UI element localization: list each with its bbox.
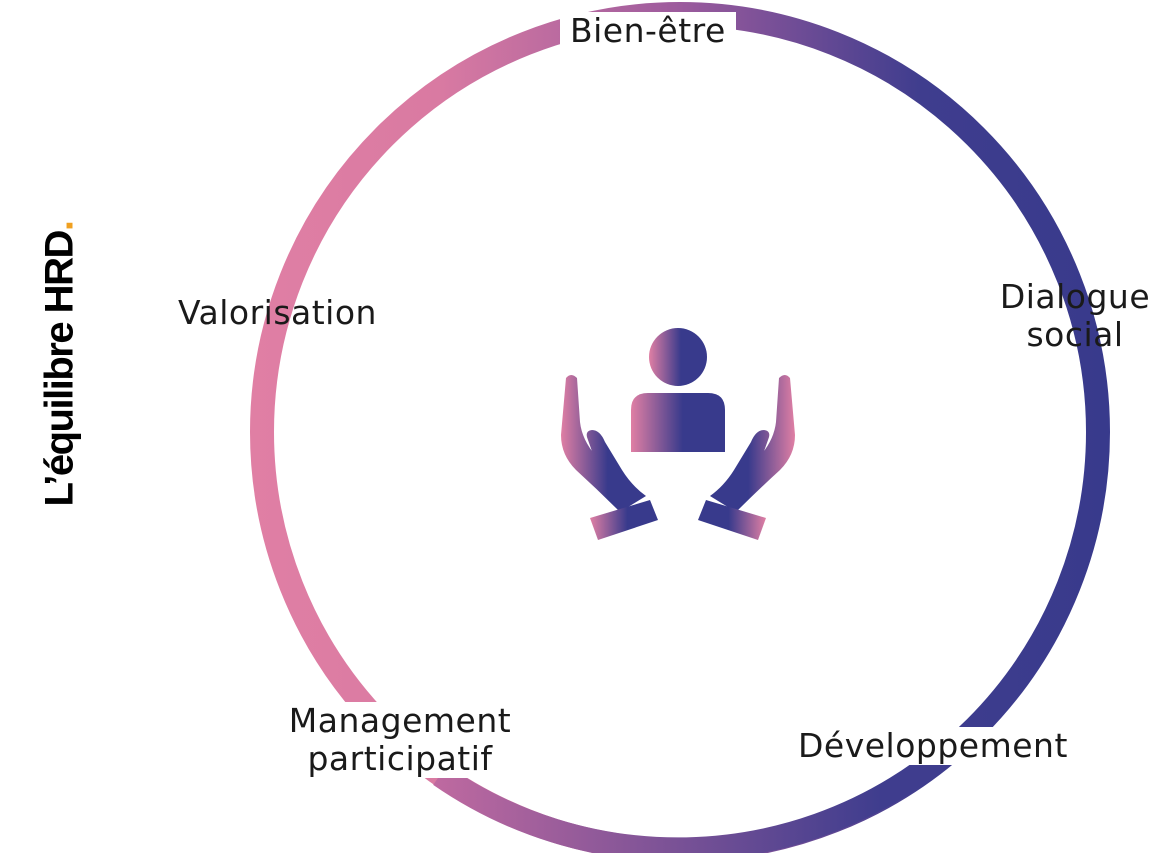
node-management-line-1: Management (288, 701, 512, 740)
node-bien-etre-line-1: Bien-être (570, 11, 726, 50)
node-dialogue-social-line-2: social (1026, 315, 1124, 354)
node-dialogue-social: Dialogue social (975, 278, 1175, 354)
cycle-ring-bottom-shade (433, 755, 938, 853)
brand-logo: L’équilibre HRD. (38, 222, 83, 507)
brand-name: L’équilibre HRD (37, 231, 82, 507)
node-bien-etre: Bien-être (560, 12, 736, 50)
hands-holding-person-icon (561, 328, 795, 540)
brand-dot: . (37, 221, 82, 232)
node-management-line-2: participatif (307, 739, 493, 778)
node-management-participatif: Management participatif (260, 702, 540, 778)
node-valorisation: Valorisation (178, 294, 377, 332)
node-developpement: Développement (792, 727, 1074, 765)
node-developpement-line-1: Développement (798, 726, 1068, 765)
node-dialogue-social-line-1: Dialogue (999, 277, 1151, 316)
node-valorisation-line-1: Valorisation (178, 293, 377, 332)
